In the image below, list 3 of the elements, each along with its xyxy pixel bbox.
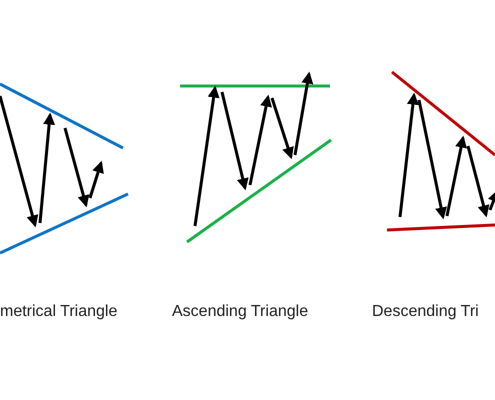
pattern-caption: Ascending Triangle: [172, 302, 308, 322]
pattern-caption: Descending Tri: [372, 302, 479, 322]
pattern-caption: metrical Triangle: [0, 302, 118, 322]
